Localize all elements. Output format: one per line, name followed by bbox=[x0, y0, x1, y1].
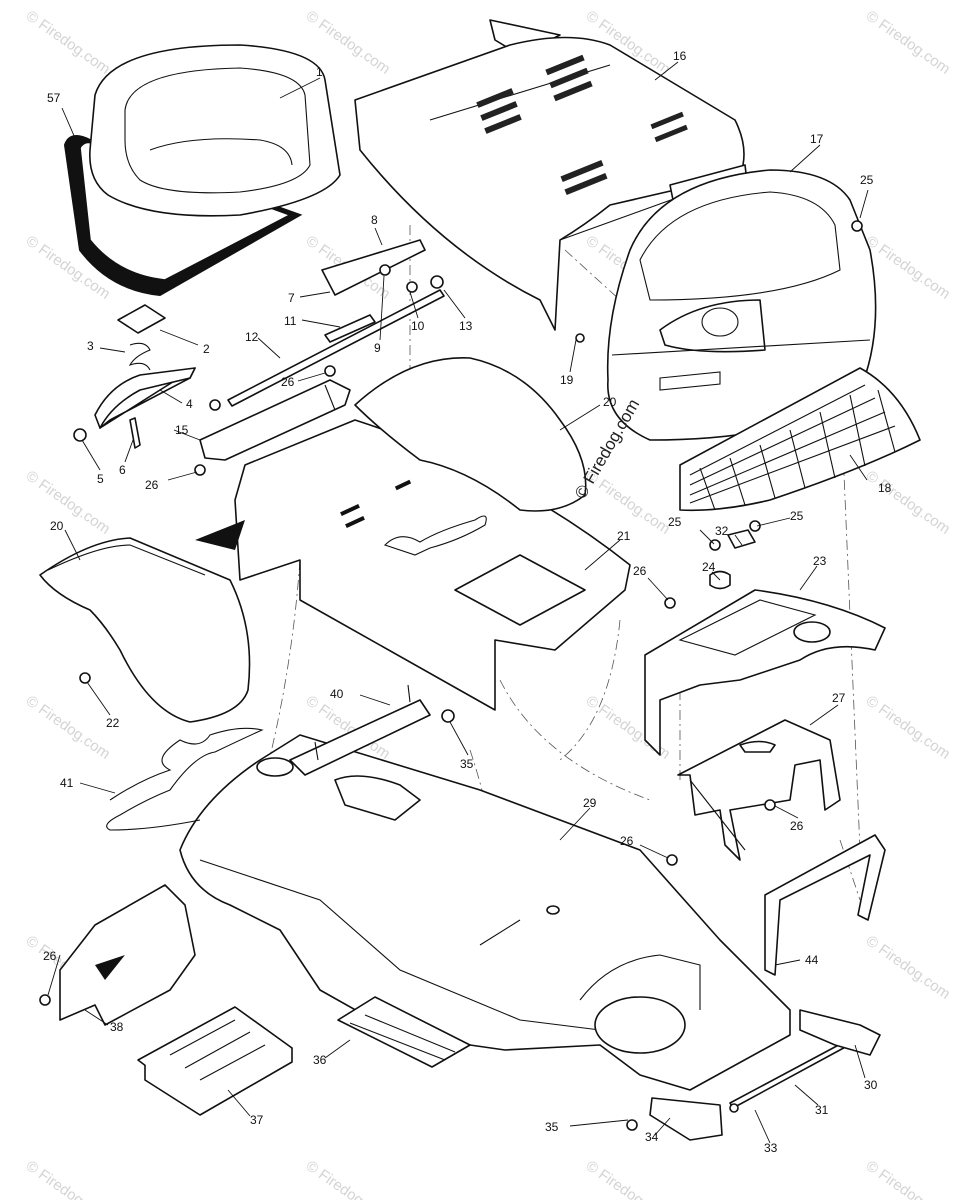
callout-37: 37 bbox=[250, 1113, 264, 1127]
leader-lines bbox=[47, 61, 869, 1144]
watermark-text: © Firedog.com bbox=[23, 1157, 114, 1200]
callout-21: 21 bbox=[617, 529, 631, 543]
seat-bracket-part bbox=[199, 379, 351, 461]
callouts: 1 57 16 17 25 8 7 11 9 10 13 19 2 3 12 2… bbox=[43, 49, 892, 1155]
callout-5: 5 bbox=[97, 472, 104, 486]
callout-24: 24 bbox=[702, 560, 716, 574]
callout-44: 44 bbox=[805, 953, 819, 967]
front-grille-part bbox=[606, 169, 877, 441]
callout-12: 12 bbox=[245, 330, 259, 344]
callout-20: 20 bbox=[50, 519, 64, 533]
callout-40: 40 bbox=[330, 687, 344, 701]
callout-19: 19 bbox=[560, 373, 574, 387]
callout-31: 31 bbox=[815, 1103, 829, 1117]
callout-36: 36 bbox=[313, 1053, 327, 1067]
callout-27: 27 bbox=[832, 691, 846, 705]
callout-38: 38 bbox=[110, 1020, 124, 1034]
watermark-text: © Firedog.com bbox=[863, 1157, 953, 1200]
callout-1: 1 bbox=[316, 65, 323, 79]
callout-11: 11 bbox=[284, 314, 297, 328]
callout-25: 25 bbox=[860, 173, 874, 187]
callout-26: 26 bbox=[43, 949, 57, 963]
callout-15: 15 bbox=[175, 423, 189, 437]
callout-32: 32 bbox=[715, 524, 729, 538]
callout-13: 13 bbox=[459, 319, 473, 333]
console-part bbox=[644, 529, 886, 756]
wire-41-part bbox=[106, 727, 264, 831]
support-40-part bbox=[289, 684, 431, 776]
callout-25: 25 bbox=[790, 509, 804, 523]
callout-10: 10 bbox=[411, 319, 425, 333]
watermark-text: © Firedog.com bbox=[23, 692, 114, 762]
watermark-text: © Firedog.com bbox=[303, 1157, 394, 1200]
watermark-text: © Firedog.com bbox=[863, 467, 953, 537]
callout-35: 35 bbox=[545, 1120, 559, 1134]
callout-35: 35 bbox=[460, 757, 474, 771]
watermark-text: © Firedog.com bbox=[863, 7, 953, 77]
watermark-text: © Firedog.com bbox=[23, 7, 114, 77]
callout-33: 33 bbox=[764, 1141, 778, 1155]
watermark-text: © Firedog.com bbox=[863, 692, 953, 762]
fasteners bbox=[39, 220, 863, 1006]
bracket-44-part bbox=[764, 834, 886, 976]
callout-30: 30 bbox=[864, 1078, 878, 1092]
callout-41: 41 bbox=[60, 776, 74, 790]
watermark-text: © Firedog.com bbox=[863, 932, 953, 1002]
callout-57: 57 bbox=[47, 91, 61, 105]
callout-18: 18 bbox=[878, 481, 892, 495]
mat-36-part bbox=[337, 996, 471, 1068]
callout-8: 8 bbox=[371, 213, 378, 227]
callout-26: 26 bbox=[633, 564, 647, 578]
callout-25: 25 bbox=[668, 515, 682, 529]
callout-26: 26 bbox=[790, 819, 804, 833]
tray-37-part bbox=[137, 1006, 293, 1116]
callout-3: 3 bbox=[87, 339, 94, 353]
callout-16: 16 bbox=[673, 49, 687, 63]
seat-hinge-part bbox=[73, 304, 196, 449]
callout-23: 23 bbox=[813, 554, 827, 568]
callout-34: 34 bbox=[645, 1130, 659, 1144]
rod-31-part bbox=[626, 1009, 881, 1141]
panel-38-part bbox=[59, 884, 196, 1026]
callout-17: 17 bbox=[810, 132, 824, 146]
seat-part bbox=[63, 44, 341, 297]
callout-20: 20 bbox=[603, 395, 617, 409]
callout-26: 26 bbox=[620, 834, 634, 848]
callout-26: 26 bbox=[281, 375, 295, 389]
callout-22: 22 bbox=[106, 716, 120, 730]
callout-4: 4 bbox=[186, 397, 193, 411]
bracket-27-part bbox=[677, 719, 841, 861]
fender-left-part bbox=[39, 537, 251, 723]
callout-29: 29 bbox=[583, 796, 597, 810]
watermark-text: © Firedog.com bbox=[863, 232, 953, 302]
frame-part bbox=[179, 734, 791, 1091]
fender-upper-part bbox=[354, 357, 587, 512]
bumper-grill-part bbox=[679, 367, 921, 512]
adjust-rod-part bbox=[99, 239, 445, 429]
callout-2: 2 bbox=[203, 342, 210, 356]
callout-6: 6 bbox=[119, 463, 126, 477]
watermark-text: © Firedog.com bbox=[583, 1157, 674, 1200]
callout-9: 9 bbox=[374, 341, 381, 355]
callout-7: 7 bbox=[288, 291, 295, 305]
callout-26: 26 bbox=[145, 478, 159, 492]
